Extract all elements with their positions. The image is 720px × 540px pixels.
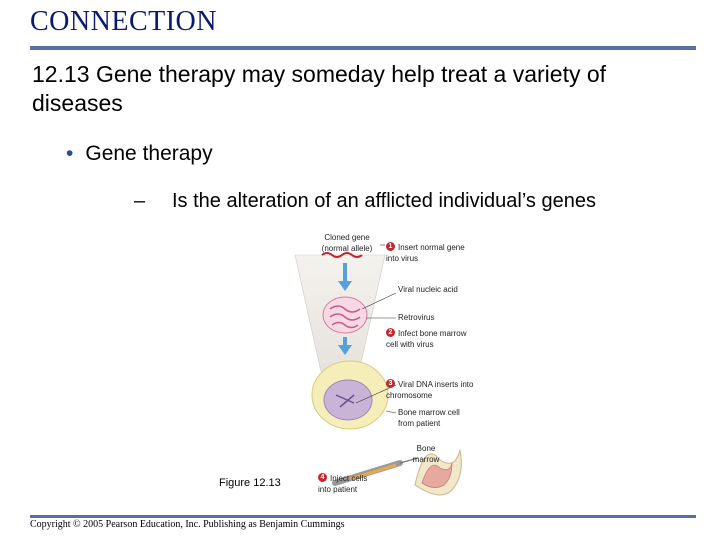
pointer-line (361, 292, 397, 310)
bullet-item: • Gene therapy (66, 142, 213, 166)
footer-rule (30, 515, 696, 518)
step-marker: 2 (386, 328, 395, 337)
section-header: CONNECTION (30, 6, 217, 37)
label-bone-marrow-cell: Bone marrow cell from patient (398, 408, 460, 428)
header-rule (30, 46, 696, 50)
step-2-text: Infect bone marrow cell with virus (386, 329, 467, 349)
sub-bullet-text: Is the alteration of an afflicted indivi… (172, 190, 596, 212)
figure-caption: Figure 12.13 (219, 477, 281, 489)
arrow-step-2-head (338, 345, 352, 355)
viral-nucleic-acid-shape (329, 305, 361, 329)
step-marker: 4 (318, 473, 327, 482)
cloned-gene-strand (321, 252, 363, 258)
bullet-icon: • (66, 142, 74, 165)
step-3-text: Viral DNA inserts into chromosome (386, 380, 474, 400)
sub-bullet-item: – Is the alteration of an afflicted indiv… (134, 190, 596, 213)
step-marker: 1 (386, 242, 395, 251)
slide-title: 12.13 Gene therapy may someday help trea… (32, 61, 607, 116)
retrovirus-shape (322, 296, 368, 334)
pointer-line (355, 384, 397, 404)
label-bone-marrow: Bone marrow (412, 444, 440, 464)
bullet-text: Gene therapy (85, 142, 213, 165)
pointer-line (385, 410, 397, 414)
bone-marrow-shape (421, 462, 453, 488)
copyright-text: Copyright © 2005 Pearson Education, Inc.… (30, 519, 345, 530)
label-retrovirus: Retrovirus (398, 313, 435, 322)
step-1-text: Insert normal gene into virus (386, 243, 465, 263)
syringe-icon (332, 457, 419, 486)
step-marker: 3 (386, 379, 395, 388)
step-4-text: Inject cells into patient (318, 474, 368, 494)
label-cloned-gene: Cloned gene (normal allele) (321, 233, 373, 253)
arrow-step-1-head (338, 281, 352, 291)
label-viral-nucleic-acid: Viral nucleic acid (398, 285, 458, 294)
dash-marker: – (134, 190, 146, 212)
diagram-graphic (294, 244, 462, 496)
chromosome-shape (335, 394, 355, 408)
